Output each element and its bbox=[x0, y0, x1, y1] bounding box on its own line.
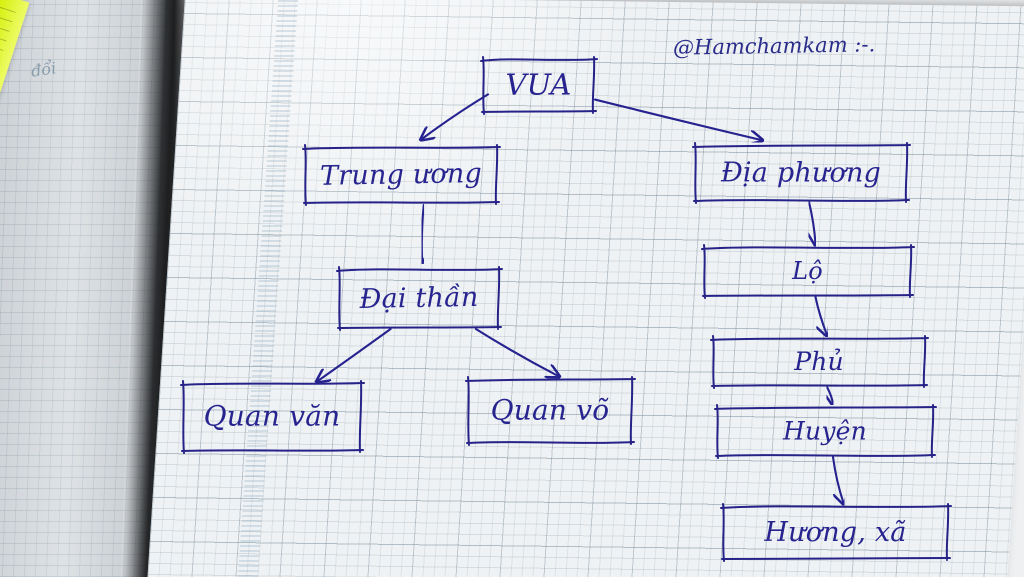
margin-word: đổi bbox=[29, 58, 58, 81]
handwritten-credit: @Hamchamkam :-. bbox=[672, 32, 876, 60]
